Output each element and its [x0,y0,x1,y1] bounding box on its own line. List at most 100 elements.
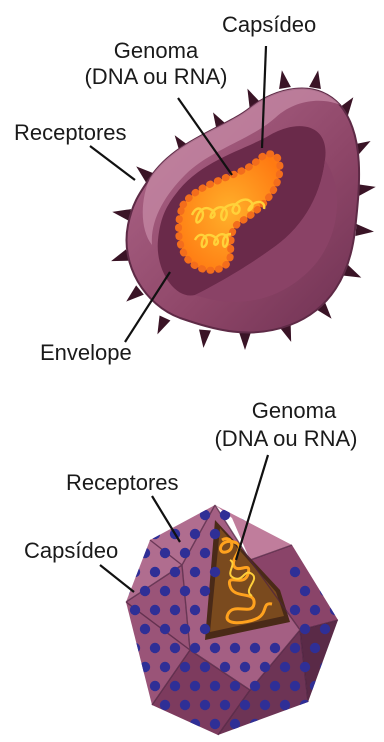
receptor-dot [220,662,230,672]
receptor-dot [170,681,180,691]
receptor-spike [309,69,324,89]
receptor-dot [150,567,160,577]
receptor-dot [320,510,330,520]
receptor-dot [160,662,170,672]
receptor-dot [230,681,240,691]
receptor-dot [350,567,360,577]
receptor-dot [320,662,330,672]
receptor-dot [140,510,150,520]
receptor-dot [120,510,130,520]
label-envelope: Envelope [40,340,132,366]
receptor-dot [150,681,160,691]
label-capsid-top: Capsídeo [222,12,316,38]
receptor-spike [122,285,144,306]
receptor-dot [330,605,340,615]
receptor-dot [210,681,220,691]
receptor-dot [200,586,210,596]
receptor-dot [280,510,290,520]
receptor-dot [320,700,330,710]
receptor-dot [210,529,220,539]
receptor-spike [276,69,291,89]
receptor-dot [340,662,350,672]
receptor-dot [340,624,350,634]
receptor-dot [260,510,270,520]
receptor-dot [120,624,130,634]
receptor-dot [300,700,310,710]
label-genome-bottom-line1: Genoma [252,398,336,424]
receptor-dot [300,624,310,634]
receptor-dot [130,567,140,577]
receptor-dot [200,700,210,710]
receptor-dot [130,681,140,691]
receptor-spike [111,206,131,221]
receptor-dot [150,643,160,653]
receptor-dot [180,700,190,710]
label-receptors-top: Receptores [14,120,127,146]
receptor-dot [240,662,250,672]
receptor-dot [200,662,210,672]
receptor-dot [160,624,170,634]
label-capsid-bottom: Capsídeo [24,538,118,564]
receptor-dot [290,643,300,653]
receptor-dot [320,548,330,558]
receptor-dot [330,719,340,729]
label-genome-top-line2: (DNA ou RNA) [84,64,227,90]
receptor-dot [120,700,130,710]
receptor-dot [120,662,130,672]
receptor-dot [270,681,280,691]
receptor-dot [120,548,130,558]
label-genome-top-line1: Genoma [114,38,198,64]
receptor-dot [350,529,360,539]
receptor-dot [330,529,340,539]
receptor-dot [150,529,160,539]
receptor-dot [210,567,220,577]
receptor-dot [310,605,320,615]
receptor-dot [270,719,280,729]
receptor-dot [190,643,200,653]
receptor-dot [140,548,150,558]
receptor-dot [180,624,190,634]
receptor-dot [300,586,310,596]
receptor-dot [310,719,320,729]
receptor-dot [160,548,170,558]
receptor-dot [210,643,220,653]
receptor-dot [340,510,350,520]
receptor-dot [220,510,230,520]
receptor-dot [160,586,170,596]
receptor-dot [300,510,310,520]
receptor-dot [130,605,140,615]
receptor-dot [310,643,320,653]
receptor-dot [140,624,150,634]
receptor-dot [170,567,180,577]
receptor-dot [130,643,140,653]
receptor-dot [290,529,300,539]
receptor-dot [290,719,300,729]
receptor-dot [200,510,210,520]
receptor-dot [250,681,260,691]
receptor-dot [260,700,270,710]
receptor-dot [130,719,140,729]
receptor-dot [190,529,200,539]
receptor-dot [230,719,240,729]
receptor-dot [350,643,360,653]
icosahedral-virus [100,455,360,735]
receptor-dot [180,548,190,558]
receptor-dot [180,662,190,672]
receptor-dot [310,681,320,691]
receptor-dot [280,700,290,710]
receptor-dot [330,643,340,653]
receptor-dot [330,567,340,577]
receptor-dot [200,624,210,634]
receptor-spike [239,332,251,350]
receptor-dot [280,662,290,672]
receptor-dot [290,567,300,577]
receptor-dot [250,719,260,729]
label-receptors-bottom: Receptores [66,470,179,496]
receptor-dot [200,548,210,558]
receptor-dot [270,643,280,653]
receptor-dot [250,643,260,653]
receptor-dot [340,548,350,558]
receptor-dot [160,700,170,710]
receptor-dot [140,662,150,672]
